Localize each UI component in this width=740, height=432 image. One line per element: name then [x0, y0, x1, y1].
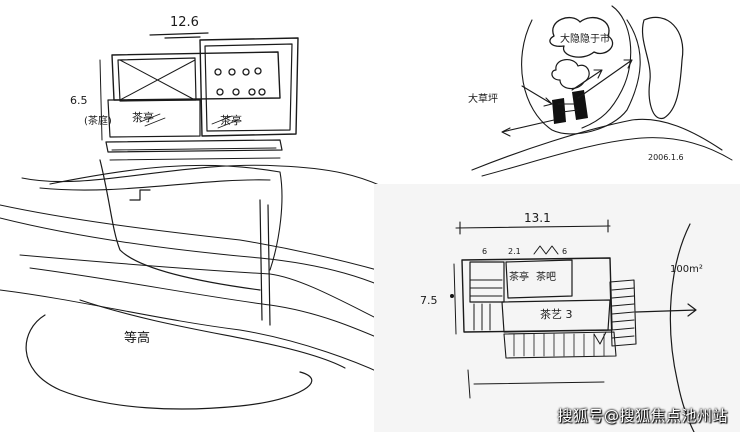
br-label-room-3: 茶艺 3	[540, 308, 573, 321]
br-dim-small-3: 6	[562, 247, 567, 256]
left-label-center-room: 茶亭	[132, 110, 154, 124]
left-dim-top: 12.6	[170, 15, 199, 30]
left-sketch-panel: 12.6 6.5 (茶庭) 茶亭 茶亭	[0, 15, 396, 410]
tr-label-left: 大草坪	[468, 92, 498, 105]
left-label-bottom: 等高	[124, 330, 150, 346]
left-label-left-room: (茶庭)	[84, 114, 112, 127]
left-label-right-room: 茶亭	[220, 113, 242, 127]
bottom-right-sketch-panel: 13.1 6 2.1 6 7.5 茶亭 茶吧 茶艺 3 100m²	[374, 184, 740, 432]
br-dim-small-1: 6	[482, 247, 487, 256]
br-dim-top: 13.1	[524, 211, 551, 225]
br-label-right: 100m²	[670, 264, 703, 275]
tr-date: 2006.1.6	[648, 153, 684, 162]
left-dim-left: 6.5	[70, 94, 88, 107]
br-dim-left: 7.5	[420, 294, 438, 307]
br-dim-small-2: 2.1	[508, 247, 521, 256]
bottom-right-sketch-drawing: 13.1 6 2.1 6 7.5 茶亭 茶吧 茶艺 3 100m²	[420, 211, 703, 432]
br-label-room-2: 茶吧	[536, 270, 556, 283]
tr-label-top: 大隐隐于市	[560, 32, 610, 45]
br-label-room-1: 茶亭	[509, 270, 529, 283]
top-right-sketch-panel: 大隐隐于市 大草坪 2006.1.6	[462, 0, 740, 182]
top-right-sketch-drawing: 大隐隐于市 大草坪 2006.1.6	[468, 5, 733, 177]
watermark: 搜狐号@搜狐焦点池州站	[557, 407, 728, 425]
left-sketch-drawing: 12.6 6.5 (茶庭) 茶亭 茶亭	[0, 15, 396, 410]
